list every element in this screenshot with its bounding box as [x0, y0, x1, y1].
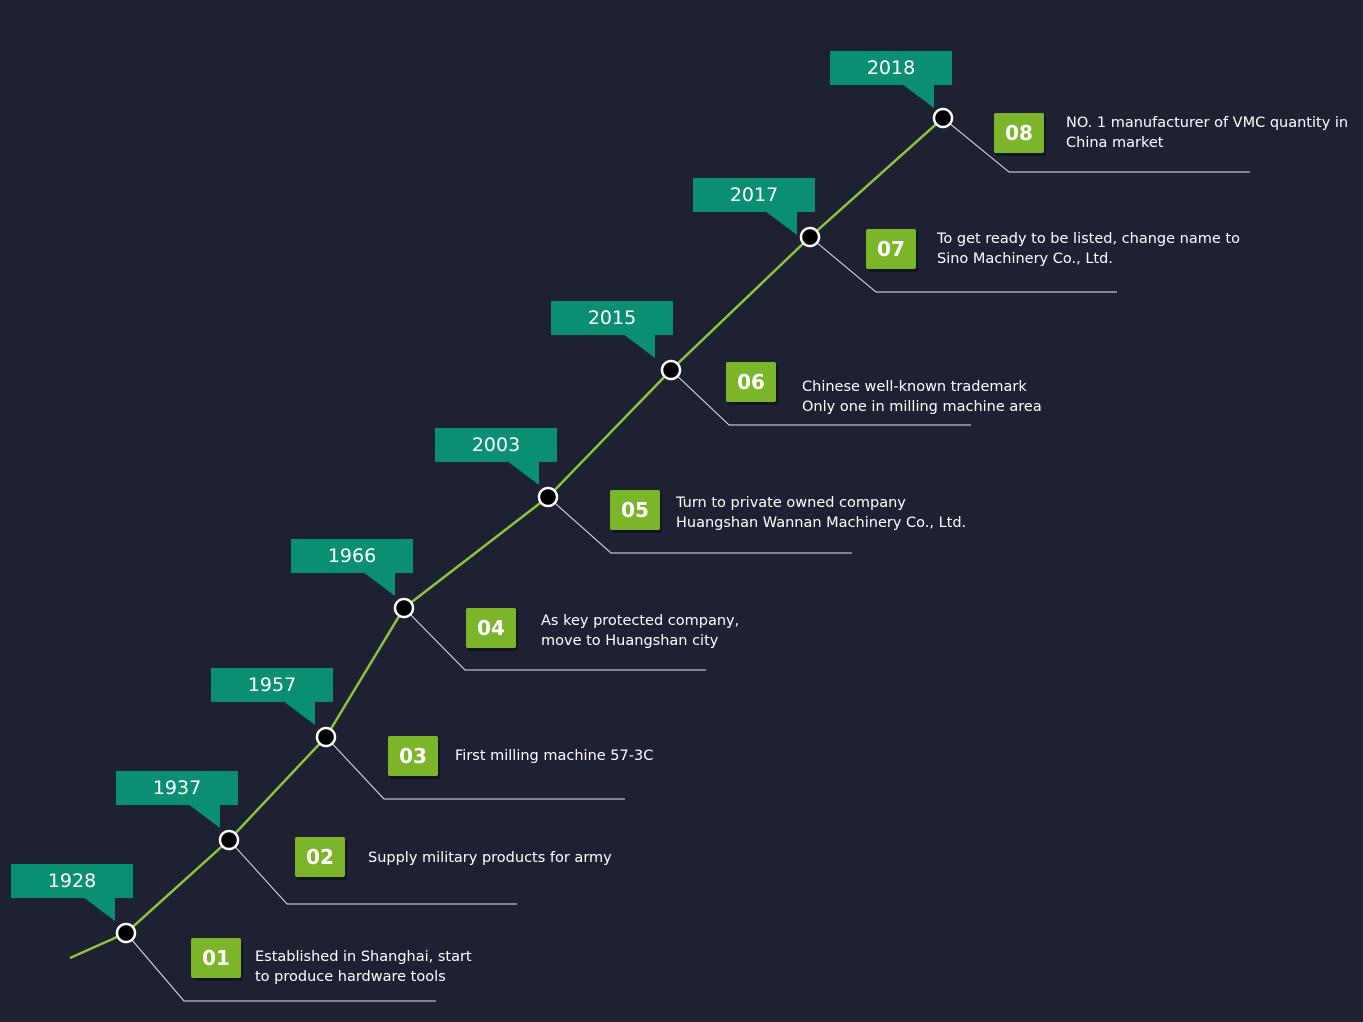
connector-line-3 [325, 736, 625, 800]
description-line: Supply military products for army [368, 850, 612, 866]
milestone-number-04: 04 [466, 608, 516, 648]
year-tag-2017: 2017 [693, 178, 815, 235]
milestone-number-07: 07 [866, 229, 916, 269]
milestone-description-07: To get ready to be listed, change name t… [937, 229, 1240, 269]
connector-line-4 [403, 607, 706, 671]
year-tag-2003: 2003 [435, 428, 557, 485]
description-line: Only one in milling machine area [802, 399, 1042, 415]
milestone-description-01: Established in Shanghai, start to produce… [255, 947, 472, 987]
description-line: to produce hardware tools [255, 969, 446, 985]
description-line: As key protected company, [541, 613, 740, 629]
milestone-number-03: 03 [388, 736, 438, 776]
timeline-node-3 [315, 726, 337, 748]
description-line: Sino Machinery Co., Ltd. [937, 251, 1113, 267]
connector-line-7 [809, 236, 1117, 293]
description-line: To get ready to be listed, change name t… [937, 231, 1240, 247]
milestone-description-08: NO. 1 manufacturer of VMC quantity in Chi… [1066, 113, 1348, 153]
year-tag-1966: 1966 [291, 539, 413, 596]
description-line: China market [1066, 135, 1164, 151]
milestone-number-02: 02 [295, 837, 345, 877]
connector-line-1 [125, 932, 436, 1002]
timeline-node-2 [218, 829, 240, 851]
timeline-node-4 [393, 597, 415, 619]
description-line: Chinese well-known trademark [802, 379, 1027, 395]
description-line: move to Huangshan city [541, 633, 719, 649]
milestone-description-03: First milling machine 57-3C [455, 746, 653, 766]
year-tag-2015: 2015 [551, 301, 673, 358]
connector-line-5 [547, 496, 852, 554]
description-line: Established in Shanghai, start [255, 949, 472, 965]
milestone-number-08: 08 [994, 113, 1044, 153]
description-line: NO. 1 manufacturer of VMC quantity in [1066, 115, 1349, 131]
timeline-node-1 [115, 922, 137, 944]
connector-line-6 [670, 369, 971, 426]
milestone-number-05: 05 [610, 490, 660, 530]
timeline-node-8 [932, 107, 954, 129]
timeline-node-7 [799, 226, 821, 248]
year-tag-1957: 1957 [211, 668, 333, 725]
milestone-number-06: 06 [726, 362, 776, 402]
timeline-node-5 [537, 486, 559, 508]
year-tag-1937: 1937 [116, 771, 238, 828]
milestone-description-04: As key protected company, move to Huangsh… [541, 611, 739, 651]
description-line: Huangshan Wannan Machinery Co., Ltd. [676, 515, 967, 531]
milestone-description-02: Supply military products for army [368, 848, 612, 868]
description-line: Turn to private owned company [676, 495, 906, 511]
connector-line-2 [228, 839, 517, 905]
connector-line-8 [942, 117, 1250, 173]
timeline-node-6 [660, 359, 682, 381]
year-tag-1928: 1928 [11, 864, 133, 921]
description-line: First milling machine 57-3C [455, 748, 654, 764]
milestone-number-01: 01 [191, 938, 241, 978]
year-tag-2018: 2018 [830, 51, 952, 108]
